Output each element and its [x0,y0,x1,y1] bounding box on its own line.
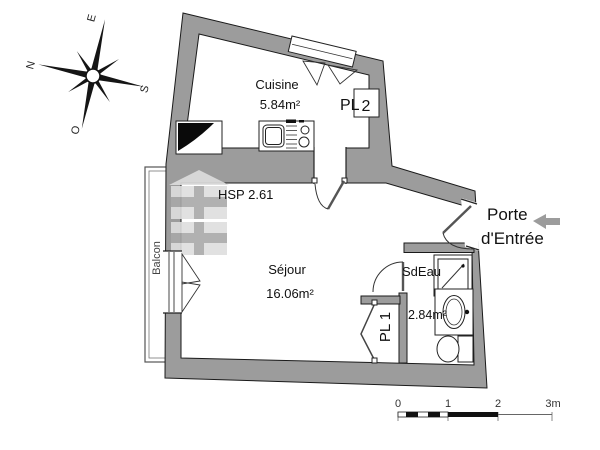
watermark-cross [171,233,227,243]
watermark-cross [171,197,227,207]
kitchen-label: Cuisine [255,77,298,92]
bathroom-area-label: 2.84m² [408,308,447,322]
watermark-roof [169,170,229,185]
bathroom-label: SdEau [402,264,441,279]
closet2-box [353,88,380,118]
window-leaf-symbol [181,252,201,285]
entrance-door-swing-arc [442,232,478,250]
compass-center [85,68,101,84]
kitchen-door [311,147,348,210]
living-room-area-label: 16.06m² [266,286,314,301]
scale-tick-3m: 3m [545,398,560,410]
scale-tick-2: 2 [495,398,501,410]
balcony-window-opening [163,251,182,313]
kitchen-door-leaf [326,180,346,210]
door-jamb-block [371,299,378,306]
entrance-arrow-icon [533,214,560,229]
door-jamb-block [341,177,348,184]
entrance-door [442,198,480,251]
bathroom-door-swing-arc [372,261,404,293]
balcony-label: Balcon [151,241,163,275]
kitchen-door-opening [314,147,346,184]
door-jamb-block [311,177,318,184]
window-leaf-symbol [181,281,201,314]
kitchen-area-label: 5.84m² [260,97,301,112]
closet2-label-number: 2 [362,98,371,115]
sink-tap [464,309,470,315]
door-jamb-block [371,357,378,364]
closet1-label: PL 1 [377,312,394,342]
kitchen-window [287,35,357,68]
scale-tick-0: 0 [395,398,401,410]
scale-dash [428,412,440,417]
toilet [436,335,474,363]
kitchen-flue [175,120,223,155]
scale-tick-1: 1 [445,398,451,410]
bathroom-top-wall [403,242,475,253]
compass-needles [38,19,144,129]
closet1-folding-door [360,299,378,364]
closet2-label-prefix: PL [340,97,360,114]
watermark [169,170,229,255]
compass-south-label: S [138,84,151,94]
stove-burner [298,136,310,148]
toilet-tank [457,335,474,363]
scale-segment-solid [448,412,498,417]
kitchen-counter [258,119,315,152]
compass-west-label: O [69,124,83,136]
scale-bar: 0 1 2 3m [395,398,561,421]
scale-dash [406,412,418,417]
stove-burner [300,125,310,135]
bathroom-door [372,261,405,293]
kitchen-window-opening-symbol [302,60,326,87]
counter-knob [286,119,296,123]
ceiling-height-label: HSP 2.61 [218,187,273,202]
kitchen-window-opening-symbol [327,64,359,85]
shower-head [461,264,465,268]
compass-rose: N E S O [24,13,152,136]
compass-east-label: E [85,13,98,23]
flue-triangle [178,123,214,151]
compass-north-label: N [24,60,38,71]
closet1-top-wall [360,295,401,305]
entrance-label-line1: Porte [487,205,528,224]
bathroom-sink [434,288,474,336]
balcony-window [163,250,201,314]
toilet-bowl [436,335,460,363]
entrance-door-leaf [442,205,472,234]
kitchen-sink-basin [265,127,282,145]
living-room-label: Séjour [268,262,306,277]
entrance-label-line2: d'Entrée [481,229,544,248]
kitchen-door-swing-arc [314,183,329,210]
counter-knob [299,120,304,123]
scale-segment-dashed [397,411,449,418]
kitchen-drainer [286,125,297,149]
bathroom-closet-divider-wall [398,292,408,364]
